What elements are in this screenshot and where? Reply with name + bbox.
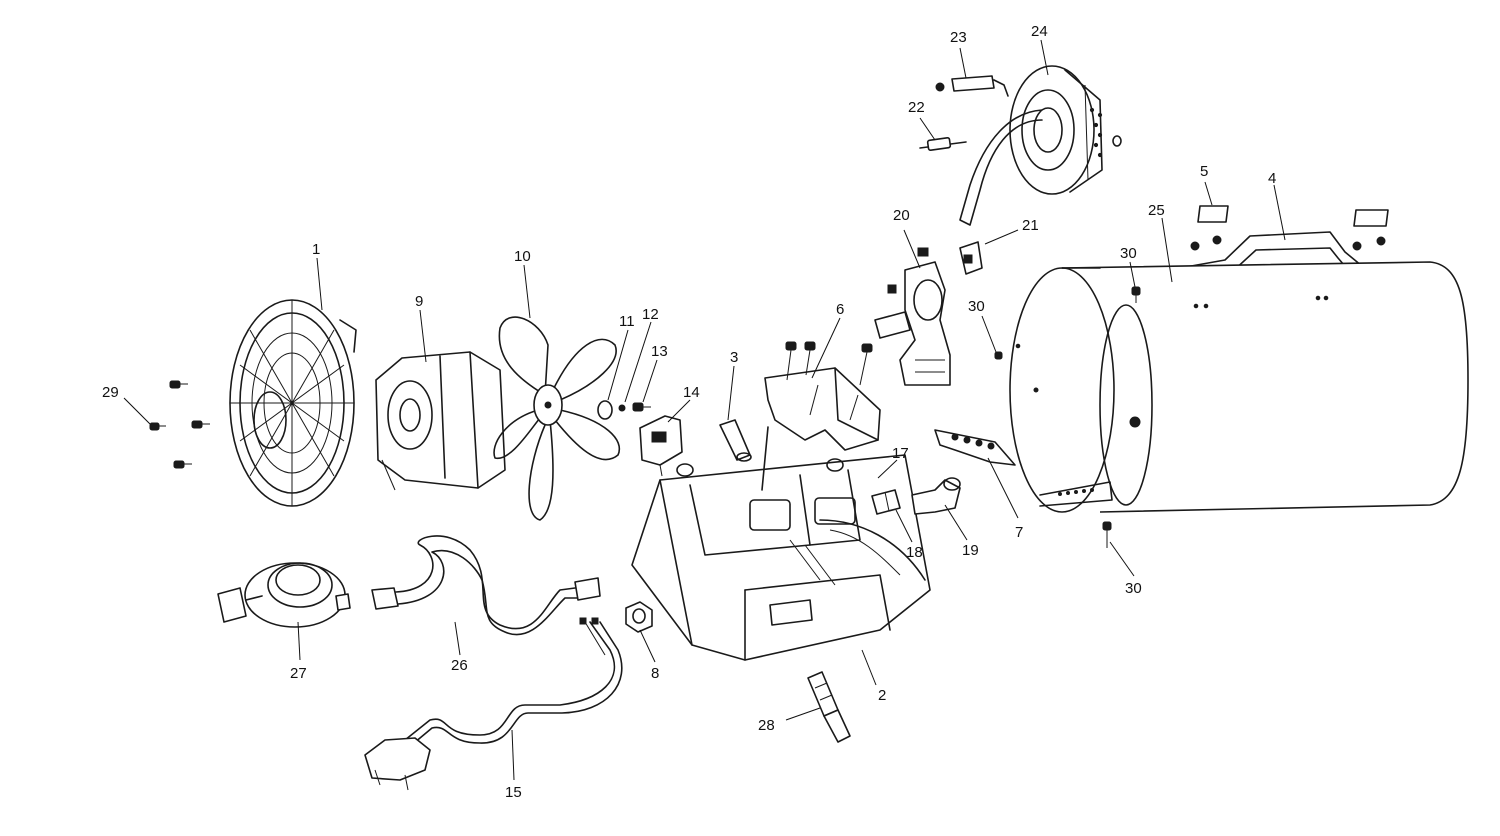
callout-11: 11 [619, 313, 635, 330]
callout-3: 3 [730, 349, 738, 366]
callout-12: 12 [642, 306, 659, 323]
part-15-power-cord [364, 617, 623, 791]
part-28-sensor [807, 671, 851, 743]
callout-17: 17 [892, 445, 909, 462]
callout-24: 24 [1031, 23, 1048, 40]
part-24-burner [959, 65, 1122, 226]
part-10-fan-blade [493, 316, 621, 521]
callout-5: 5 [1200, 163, 1208, 180]
part-9-motor [375, 351, 506, 491]
callout-9: 9 [415, 293, 423, 310]
part-1-fan-guard [229, 299, 357, 507]
callout-30-mid: 30 [968, 298, 985, 315]
part-23-igniter [935, 75, 1009, 97]
callout-28: 28 [758, 717, 775, 734]
callout-1: 1 [312, 241, 320, 258]
part-19-elbow [911, 477, 961, 515]
part-7-clip [934, 429, 1016, 466]
callout-23: 23 [950, 29, 967, 46]
callout-numbers: 1 9 10 11 12 13 14 3 6 17 18 19 7 20 21 … [102, 23, 1276, 801]
callout-21: 21 [1022, 217, 1039, 234]
callout-18: 18 [906, 544, 923, 561]
callout-15: 15 [505, 784, 522, 801]
callout-8: 8 [651, 665, 659, 682]
callout-25: 25 [1148, 202, 1165, 219]
callout-26: 26 [451, 657, 468, 674]
callout-7: 7 [1015, 524, 1023, 541]
callout-20: 20 [893, 207, 910, 224]
callout-4: 4 [1268, 170, 1276, 187]
part-21-solenoid [959, 241, 983, 275]
part-22-electrode [919, 136, 967, 152]
callout-13: 13 [651, 343, 668, 360]
part-30-screws [994, 286, 1141, 548]
part-3-probe [719, 419, 752, 462]
part-2-base-housing [631, 426, 931, 661]
part-18-fitting [871, 489, 901, 515]
part-25-shell [1009, 261, 1469, 513]
callout-27: 27 [290, 665, 307, 682]
callout-22: 22 [908, 99, 925, 116]
part-13-screw [632, 402, 651, 412]
callout-2: 2 [878, 687, 886, 704]
callout-19: 19 [962, 542, 979, 559]
callout-29: 29 [102, 384, 119, 401]
part-5-labels [1197, 205, 1389, 227]
part-14-switch [639, 415, 683, 477]
part-29-screws [149, 380, 210, 469]
part-20-valve [874, 247, 951, 386]
callout-30-bottom: 30 [1125, 580, 1142, 597]
part-6-bracket [764, 341, 881, 451]
callout-10: 10 [514, 248, 531, 265]
leader-lines [123, 39, 1286, 781]
part-26-hose [371, 535, 601, 636]
part-8-nut [625, 601, 653, 633]
part-12-clip [618, 404, 626, 412]
callout-14: 14 [683, 384, 700, 401]
part-27-regulator [217, 562, 351, 628]
callout-6: 6 [836, 301, 844, 318]
part-11-washer [597, 400, 613, 420]
callout-30-top: 30 [1120, 245, 1137, 262]
